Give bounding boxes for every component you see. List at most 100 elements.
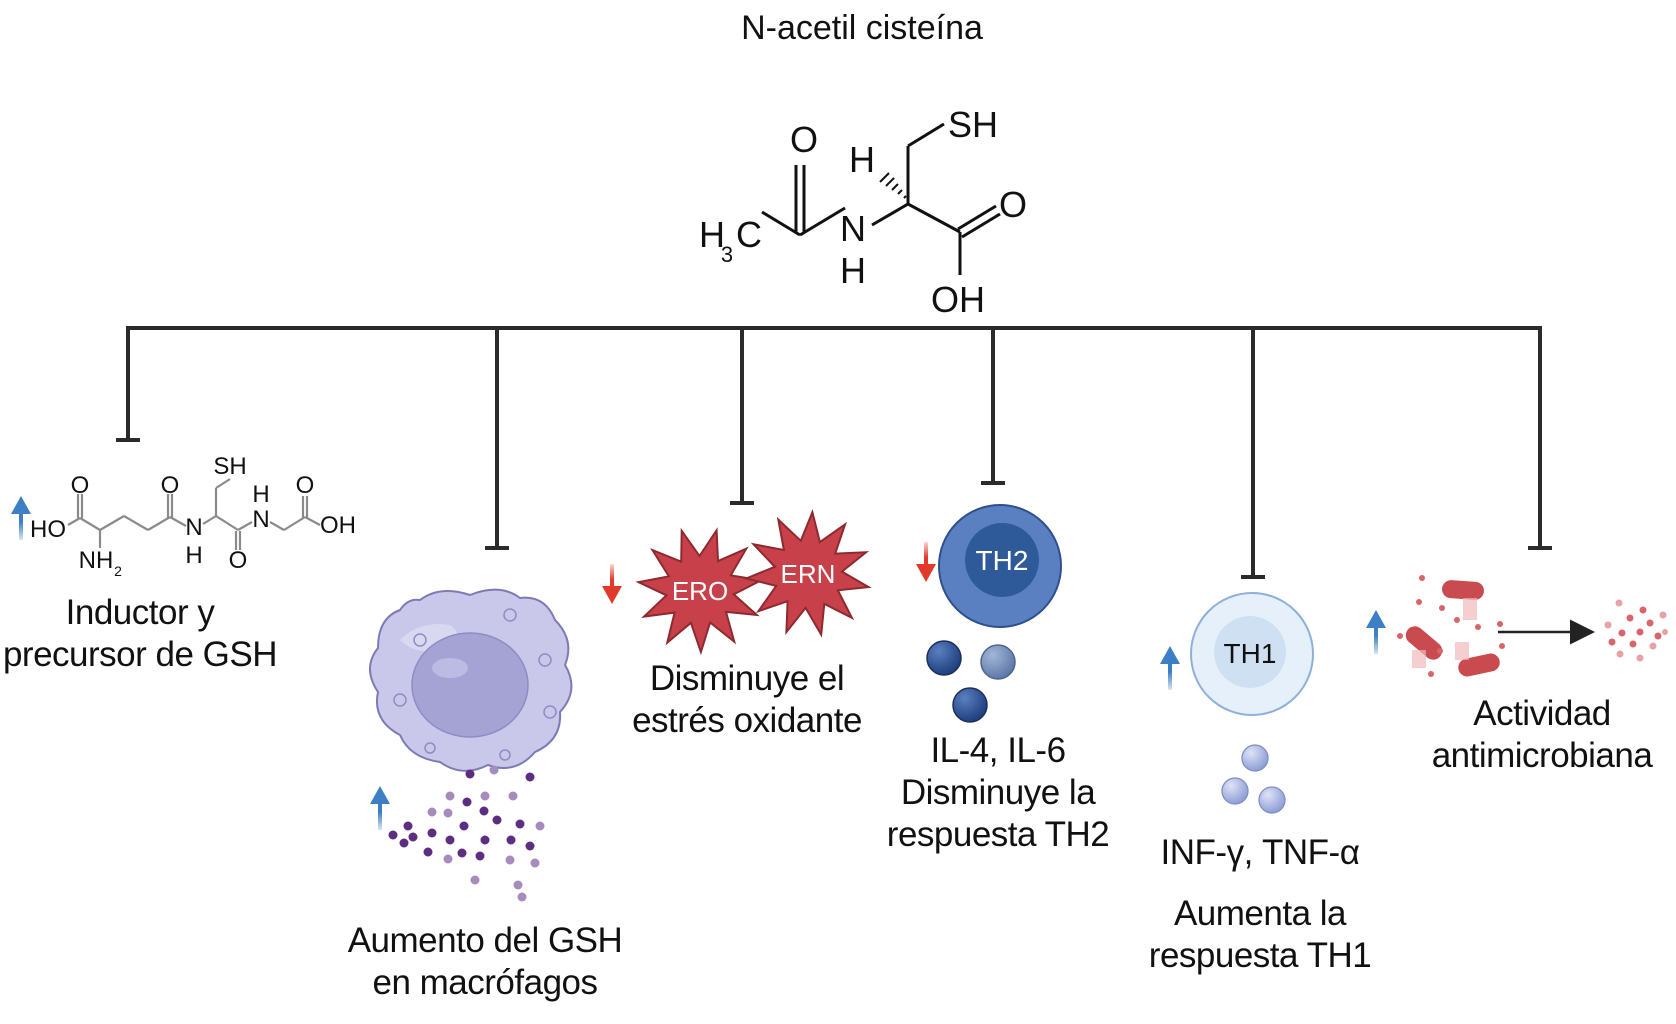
granule-dot — [399, 838, 409, 848]
granule-dot — [475, 851, 485, 861]
nac-atom-labels: O H SH H 3 C N H O OH — [699, 104, 1027, 320]
caption-gsh-precursor: Inductor y precursor de GSH — [2, 592, 278, 676]
ern-badge: ERN — [742, 508, 872, 638]
granule-dot — [525, 841, 535, 851]
inf-tnf-cytokine-molecules — [1221, 744, 1286, 814]
atom-nh2: NH — [79, 547, 114, 574]
up-arrow-icon — [11, 496, 31, 540]
atom-h3: H — [699, 214, 725, 255]
granule-dot — [462, 797, 472, 807]
granule-dot — [427, 807, 437, 817]
gsh-granules — [388, 765, 545, 902]
granule-dot — [457, 848, 467, 858]
granule-dot — [508, 791, 518, 801]
th1-label: TH1 — [1224, 638, 1277, 669]
caption-line: Disminuye la — [900, 773, 1096, 812]
caption-line: estrés oxidante — [632, 701, 862, 740]
il-cytokine-molecules — [926, 640, 1016, 723]
granule-dot — [530, 858, 540, 868]
debris-dots — [1604, 599, 1668, 662]
caption-line: Disminuye el — [649, 659, 845, 698]
caption-line: antimicrobiana — [1431, 736, 1653, 775]
granule-dot — [505, 855, 515, 865]
diagram-title: N-acetil cisteína — [741, 9, 983, 47]
granule-dot — [445, 835, 455, 845]
atom-h3-subscript: 3 — [721, 242, 733, 267]
caption-th1: Aumenta la respuesta TH1 — [1148, 893, 1372, 977]
th2-cell-icon: TH2 — [938, 504, 1062, 628]
cytokine-dot — [1221, 777, 1249, 805]
granule-dot — [517, 892, 527, 902]
caption-line: Inductor y — [65, 593, 215, 632]
granule-dot — [423, 847, 433, 857]
atom-oh: OH — [320, 512, 356, 539]
nac-molecule — [761, 122, 1001, 275]
atom-o: O — [296, 472, 315, 499]
cytokine-list: IL-4, IL-6 — [930, 731, 1066, 770]
cytokine-dot — [952, 687, 988, 723]
granule-dot — [465, 769, 475, 779]
granule-dot — [525, 772, 535, 782]
granule-dot — [515, 819, 525, 829]
atom-o: O — [790, 119, 818, 160]
up-arrow-icon — [370, 786, 390, 830]
granule-dot — [513, 880, 523, 890]
cytokine-dot — [1241, 744, 1269, 772]
caption-line: Aumenta la — [1173, 894, 1347, 933]
caption-line: Actividad — [1473, 694, 1611, 733]
granule-dot — [506, 835, 516, 845]
atom-sh: SH — [948, 104, 998, 145]
atom-nh2-subscript: 2 — [114, 563, 122, 579]
caption-macrophage-gsh: Aumento del GSH en macrófagos — [348, 920, 623, 1004]
atom-n: N — [252, 506, 269, 533]
granule-dot — [535, 821, 545, 831]
bond — [961, 212, 1001, 239]
granule-dot — [470, 875, 480, 885]
caption-oxidative-stress: Disminuye el estrés oxidante — [632, 658, 862, 742]
down-arrow-icon — [916, 542, 936, 582]
bond — [761, 210, 801, 237]
granule-dot — [443, 808, 453, 818]
up-arrow-icon — [1366, 610, 1386, 654]
atom-o-acid: O — [999, 184, 1027, 225]
atom-sh: SH — [213, 453, 246, 480]
hashed-wedge — [879, 172, 907, 199]
granule-dot — [388, 830, 398, 840]
bond — [907, 202, 961, 234]
caption-antimicrobial: Actividad antimicrobiana — [1432, 693, 1653, 777]
th2-label: TH2 — [976, 545, 1029, 576]
caption-line: Aumento del GSH — [347, 921, 623, 960]
granule-dot — [443, 854, 453, 864]
macrophage-icon — [369, 588, 573, 772]
caption-line: en macrófagos — [372, 963, 598, 1002]
granule-dot — [479, 806, 489, 816]
granule-dot — [480, 791, 490, 801]
granule-dot — [403, 821, 413, 831]
atom-c: C — [736, 214, 762, 255]
granule-dot — [459, 821, 469, 831]
granule-dot — [480, 835, 490, 845]
caption-th2: IL-4, IL-6 Disminuye la respuesta TH2 — [887, 730, 1110, 856]
cytokine-dot — [1258, 786, 1286, 814]
ero-badge: ERO — [635, 527, 765, 656]
bond — [799, 206, 846, 237]
cytokine-dot — [926, 640, 962, 676]
atom-n: N — [840, 208, 866, 249]
atom-nh: H — [840, 250, 866, 291]
granule-dot — [489, 765, 499, 775]
bond — [907, 122, 945, 148]
glutathione-molecule: HO O NH 2 O N H SH H N O O OH — [30, 453, 356, 579]
granule-dot — [427, 828, 437, 838]
bacteria-lysis-icon — [1397, 575, 1505, 677]
atom-o: O — [229, 547, 248, 574]
inhibition-bracket-tree — [116, 326, 1552, 579]
bond — [957, 204, 997, 231]
atom-n: N — [185, 514, 202, 541]
caption-line: respuesta TH1 — [1148, 936, 1372, 975]
granule-dot — [408, 832, 418, 842]
down-arrow-icon — [602, 564, 622, 604]
caption-line: precursor de GSH — [2, 635, 278, 674]
ero-label: ERO — [672, 576, 728, 606]
bond — [871, 202, 909, 227]
